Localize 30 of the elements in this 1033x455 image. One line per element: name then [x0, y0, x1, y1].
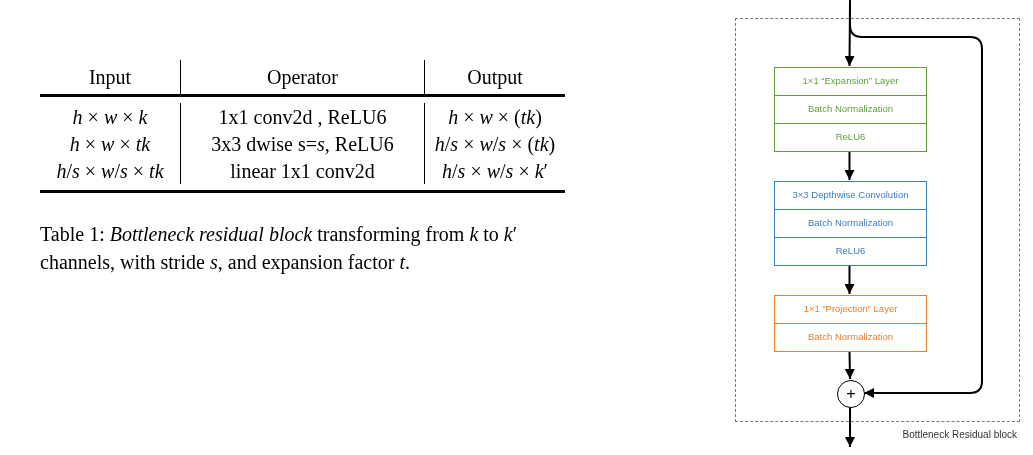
- layer-row: Batch Normalization: [775, 323, 926, 351]
- layer-group-box: [774, 181, 927, 266]
- arrow: [849, 0, 983, 398]
- arrow: [844, 264, 855, 295]
- table-cell-text: h × w × k: [72, 104, 148, 130]
- arrow: [845, 406, 855, 448]
- table-cell-text: h × w × (tk): [448, 104, 542, 131]
- layer-group-box: [774, 295, 927, 352]
- arrow: [844, 350, 855, 380]
- table-cell-text: h/s × w/s × k′: [442, 158, 548, 184]
- table-cell-text: 1x1 conv2d , ReLU6: [218, 104, 387, 130]
- column-header: Input: [88, 65, 132, 91]
- layer-row: Batch Normalization: [775, 95, 926, 123]
- block-label: Bottleneck Residual block: [902, 428, 1017, 442]
- layer-row: 1×1 “Expansion” Layer: [775, 68, 926, 95]
- column-header: Operator: [266, 65, 339, 91]
- table-cell-text: h/s × w/s × (tk): [434, 131, 556, 158]
- column-header: Output: [467, 65, 523, 91]
- layer-row: ReLU6: [775, 123, 926, 151]
- table-caption: Table 1: Bottleneck residual block transforming from k to k′ channels, with stride s, and expansion factor t.: [40, 222, 519, 276]
- table-cell-text: h × w × tk: [69, 131, 151, 157]
- layer-row: 3×3 Depthwise Convolution: [775, 182, 926, 209]
- table-cell-text: h/s × w/s × tk: [56, 158, 164, 184]
- layer-row: 1×1 “Projection” Layer: [775, 296, 926, 323]
- layer-row: ReLU6: [775, 237, 926, 265]
- arrow: [844, 150, 855, 181]
- layer-row: Batch Normalization: [775, 209, 926, 237]
- layer-group-box: [774, 67, 927, 152]
- table-cell-text: linear 1x1 conv2d: [230, 158, 375, 184]
- table-cell-text: 3x3 dwise s=s, ReLU6: [211, 131, 394, 157]
